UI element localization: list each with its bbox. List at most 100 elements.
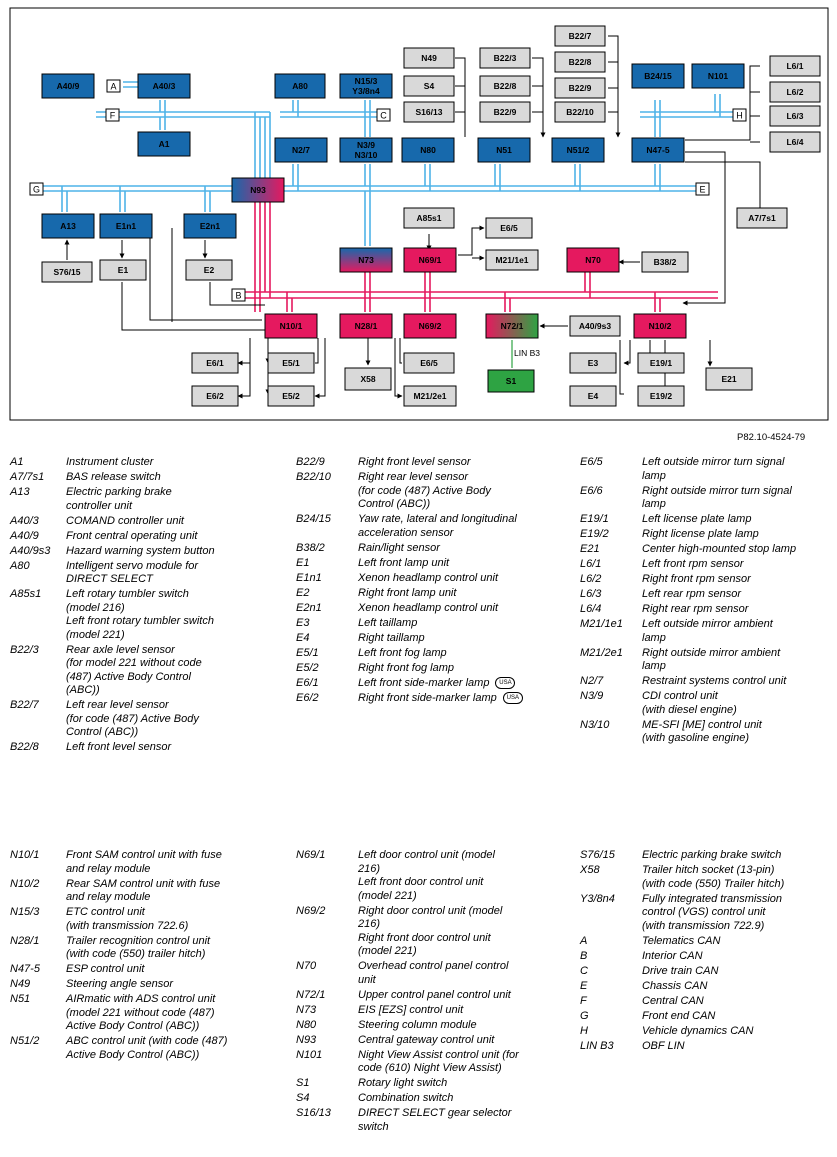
legend-description-line: Chassis CAN — [642, 979, 708, 992]
legend-code: B22/3 — [10, 643, 39, 656]
legend-description-line: Right rear rpm sensor — [642, 603, 749, 615]
svg-text:G: G — [33, 185, 40, 195]
legend-description-line: (with transmission 722.6) — [66, 919, 189, 932]
legend-code: N69/2 — [296, 904, 326, 917]
legend-description-line: (for code (487) Active Body — [358, 484, 491, 497]
legend-description-line: (model 221) — [66, 628, 125, 641]
legend-description-line: Rear SAM control unit with fuse — [66, 877, 221, 890]
legend-description-line: Right front lamp unit — [358, 586, 457, 599]
legend-code: A13 — [10, 486, 30, 498]
svg-text:S1: S1 — [506, 376, 517, 386]
comp-m21-1e1: M21/1e1 — [485, 249, 539, 271]
legend-description: Chassis CAN — [642, 980, 830, 994]
svg-text:E1: E1 — [118, 265, 129, 275]
legend-description-line: (model 221) — [358, 889, 417, 902]
legend-description-line: Vehicle dynamics CAN — [642, 1024, 754, 1037]
legend-code: G — [580, 1009, 589, 1022]
legend-description-line: Rotary light switch — [358, 1077, 448, 1089]
bus-tag-g: G — [29, 182, 44, 196]
legend-description-line: Steering column module — [358, 1018, 477, 1031]
legend-description-line: Central CAN — [642, 994, 704, 1007]
svg-text:A40/9s3: A40/9s3 — [579, 321, 611, 331]
legend-description-line: (487) Active Body Control — [66, 670, 191, 683]
legend-description-line: (with code (550) Trailer hitch) — [642, 877, 785, 890]
legend-description: Trailer hitch socket (13-pin)(with code … — [642, 864, 830, 891]
legend-description-line: (ABC)) — [66, 684, 100, 696]
svg-text:N10/1: N10/1 — [280, 321, 303, 331]
legend-description-line: lamp — [642, 631, 666, 644]
legend-description-line: Left taillamp — [358, 616, 418, 629]
legend-description-line: Telematics CAN — [642, 934, 721, 947]
legend-description-line: Active Body Control (ABC)) — [66, 1020, 200, 1032]
legend-description: Left front level sensor — [66, 741, 280, 755]
legend-description-line: switch — [358, 1120, 389, 1133]
comp-n49: N49 — [403, 47, 455, 69]
legend-code: E3 — [296, 616, 310, 629]
svg-text:B22/9: B22/9 — [494, 107, 517, 117]
svg-text:A13: A13 — [60, 221, 76, 231]
legend-description: Rear axle level sensor(for model 221 wit… — [66, 644, 280, 698]
unit-n69-1: N69/1 — [403, 247, 457, 273]
unit-n3-9: N3/9N3/10 — [339, 137, 393, 163]
svg-text:S16/13: S16/13 — [416, 107, 443, 117]
legend-description-line: Left front level sensor — [66, 741, 172, 753]
comp-a40-9s3: A40/9s3 — [569, 315, 621, 337]
legend-description-line: COMAND controller unit — [66, 514, 184, 527]
legend-code: N72/1 — [296, 988, 326, 1001]
comp-e5-1: E5/1 — [267, 352, 315, 374]
legend-description: Center high-mounted stop lamp — [642, 543, 830, 557]
unit-n28-1: N28/1 — [339, 313, 393, 339]
legend-description: Interior CAN — [642, 950, 830, 964]
legend-code: A7/7s1 — [10, 471, 45, 483]
legend-description: Front end CAN — [642, 1010, 830, 1024]
svg-text:A40/3: A40/3 — [153, 81, 176, 91]
legend-description-line: EIS [EZS] control unit — [358, 1003, 464, 1016]
legend-code: A1 — [10, 456, 24, 468]
legend-description-line: Trailer hitch socket (13-pin) — [642, 864, 775, 876]
svg-text:B: B — [235, 291, 241, 301]
legend-description: ETC control unit(with transmission 722.6… — [66, 906, 280, 933]
network-diagram: A F C H G E B A40/9 A40/3 A1 A80 N15/3Y3… — [9, 7, 829, 421]
legend-description-line: Left front door control unit — [358, 876, 484, 888]
unit-n69-2: N69/2 — [403, 313, 457, 339]
unit-a40-9: A40/9 — [41, 73, 95, 99]
legend-description-line: DIRECT SELECT — [66, 573, 153, 585]
comp-e3: E3 — [569, 352, 617, 374]
legend-description-line: (for model 221 without code — [66, 657, 202, 669]
legend-description-line: Center high-mounted stop lamp — [642, 543, 797, 555]
legend-code: E21 — [580, 543, 600, 555]
svg-text:B22/3: B22/3 — [494, 53, 517, 63]
comp-b22-9a: B22/9 — [479, 101, 531, 123]
legend-code: L6/3 — [580, 588, 602, 600]
legend-code: A — [580, 934, 588, 947]
svg-text:N51/2: N51/2 — [567, 145, 590, 155]
comp-b22-9b: B22/9 — [554, 77, 606, 99]
legend-description: BAS release switch — [66, 471, 280, 485]
comp-b22-7: B22/7 — [554, 25, 606, 47]
usa-badge-icon: USA — [495, 676, 516, 689]
legend-description-line: Hazard warning system button — [66, 544, 215, 557]
legend-description: Left front rpm sensor — [642, 558, 830, 572]
svg-text:B22/10: B22/10 — [566, 107, 594, 117]
legend-code: E19/2 — [580, 528, 609, 540]
